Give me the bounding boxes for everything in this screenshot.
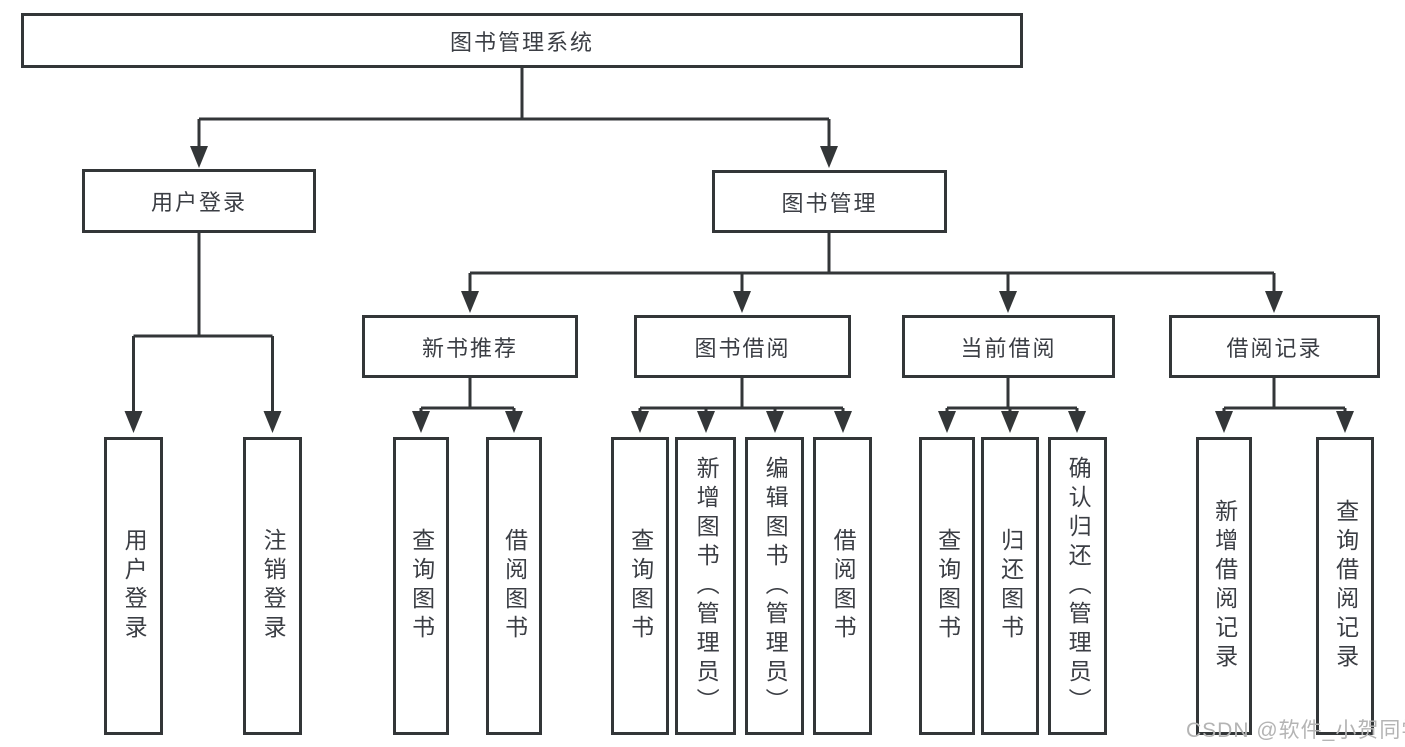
- connector-book-borrowing: [638, 378, 845, 413]
- connector-root: [197, 68, 831, 148]
- node-book-management: 图书管理: [712, 170, 947, 233]
- node-new-book-recommend: 新书推荐: [362, 315, 578, 378]
- leaf-add-books-admin: 新增图书（管理员）: [675, 437, 736, 735]
- leaf-query-books-current: 查询图书: [919, 437, 975, 735]
- arrowhead: [631, 411, 649, 433]
- leaf-add-borrow-record: 新增借阅记录: [1196, 437, 1252, 735]
- node-current-borrowing: 当前借阅: [902, 315, 1115, 378]
- leaf-user-login: 用户登录: [104, 437, 163, 735]
- node-user-login: 用户登录: [82, 169, 316, 233]
- connector-new-book-recommend: [419, 378, 516, 413]
- leaf-logout: 注销登录: [243, 437, 302, 735]
- leaf-borrow-books: 借阅图书: [813, 437, 872, 735]
- arrowhead: [834, 411, 852, 433]
- connector-borrowing-records: [1222, 378, 1347, 413]
- connector-book-management: [468, 233, 1276, 293]
- arrowhead: [124, 411, 143, 433]
- leaf-confirm-return-admin: 确认归还（管理员）: [1048, 437, 1107, 735]
- arrowhead: [1068, 411, 1086, 433]
- arrowhead: [938, 411, 956, 433]
- leaf-query-borrow-record: 查询借阅记录: [1316, 437, 1374, 735]
- arrowhead: [1215, 411, 1233, 433]
- arrowhead: [697, 411, 715, 433]
- arrowhead: [1001, 411, 1019, 433]
- arrowhead: [1336, 411, 1354, 433]
- node-library-management-system: 图书管理系统: [21, 13, 1023, 68]
- arrowhead: [190, 146, 208, 168]
- arrowheads: [124, 146, 1354, 433]
- leaf-query-books-recommend: 查询图书: [393, 437, 449, 735]
- watermark-csdn: CSDN @软件_小贺同学: [1186, 719, 1405, 742]
- leaf-borrow-books-recommend: 借阅图书: [486, 437, 542, 735]
- connector-user-login: [132, 233, 274, 413]
- node-book-borrowing: 图书借阅: [634, 315, 851, 378]
- arrowhead: [1265, 291, 1283, 313]
- leaf-edit-books-admin: 编辑图书（管理员）: [745, 437, 804, 735]
- arrowhead: [412, 411, 430, 433]
- arrowhead: [999, 291, 1017, 313]
- arrowhead: [461, 291, 479, 313]
- connector-current-borrowing: [945, 378, 1079, 413]
- leaf-query-books-borrowing: 查询图书: [611, 437, 669, 735]
- node-borrowing-records: 借阅记录: [1169, 315, 1380, 378]
- leaf-return-books: 归还图书: [981, 437, 1039, 735]
- arrowhead: [505, 411, 523, 433]
- arrowhead: [820, 146, 838, 168]
- arrowhead: [263, 411, 282, 433]
- arrowhead: [766, 411, 784, 433]
- arrowhead: [733, 291, 751, 313]
